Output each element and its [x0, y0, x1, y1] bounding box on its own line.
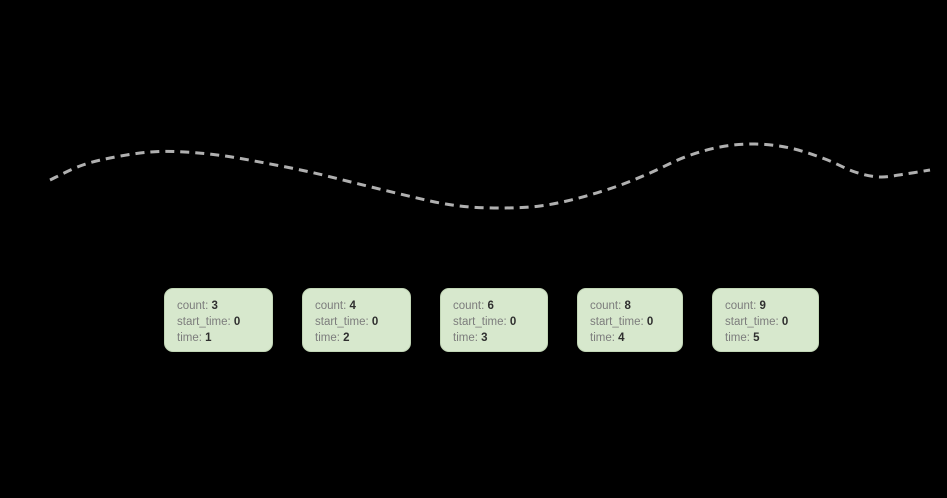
node-field-key: count:: [453, 300, 485, 312]
node-field-value: 0: [781, 316, 789, 328]
node-field: start_time: 0: [177, 314, 272, 330]
node-field: time: 4: [590, 330, 682, 346]
node-field-value: 9: [759, 300, 766, 312]
node-field: time: 2: [315, 330, 410, 346]
node-field: start_time: 0: [590, 314, 682, 330]
node-field-key: time:: [725, 332, 750, 344]
node-field-value: 0: [371, 316, 379, 328]
node-field-value: 8: [624, 300, 631, 312]
node-field: time: 1: [177, 330, 272, 346]
node-field-value: 3: [481, 332, 488, 344]
node-field-value: 0: [233, 316, 241, 328]
node-field-value: 2: [343, 332, 350, 344]
node-field-value: 5: [753, 332, 760, 344]
node-field-key: count:: [177, 300, 209, 312]
node-field-value: 6: [487, 300, 494, 312]
node-field-value: 1: [205, 332, 212, 344]
node-field: count: 4: [315, 298, 410, 314]
node-field-value: 3: [211, 300, 218, 312]
node-field-key: start_time:: [453, 316, 507, 328]
node-field-key: time:: [177, 332, 202, 344]
node-field: start_time: 0: [453, 314, 547, 330]
node-field: start_time: 0: [725, 314, 818, 330]
node-field: count: 9: [725, 298, 818, 314]
node-field-value: 4: [349, 300, 356, 312]
node-field-key: time:: [315, 332, 340, 344]
node-field-key: time:: [453, 332, 478, 344]
node-field: time: 5: [725, 330, 818, 346]
node-field: count: 6: [453, 298, 547, 314]
node-field: time: 3: [453, 330, 547, 346]
node-field-key: start_time:: [315, 316, 369, 328]
node-field-key: start_time:: [590, 316, 644, 328]
node-field: count: 3: [177, 298, 272, 314]
node-field-key: count:: [315, 300, 347, 312]
node-field-key: count:: [725, 300, 757, 312]
node-field-key: start_time:: [725, 316, 779, 328]
node-field-value: 4: [618, 332, 625, 344]
node-field-key: count:: [590, 300, 622, 312]
node-field: start_time: 0: [315, 314, 410, 330]
node-field-key: start_time:: [177, 316, 231, 328]
node-field-value: 0: [509, 316, 517, 328]
node-field-key: time:: [590, 332, 615, 344]
node-field-value: 0: [646, 316, 654, 328]
node-field: count: 8: [590, 298, 682, 314]
